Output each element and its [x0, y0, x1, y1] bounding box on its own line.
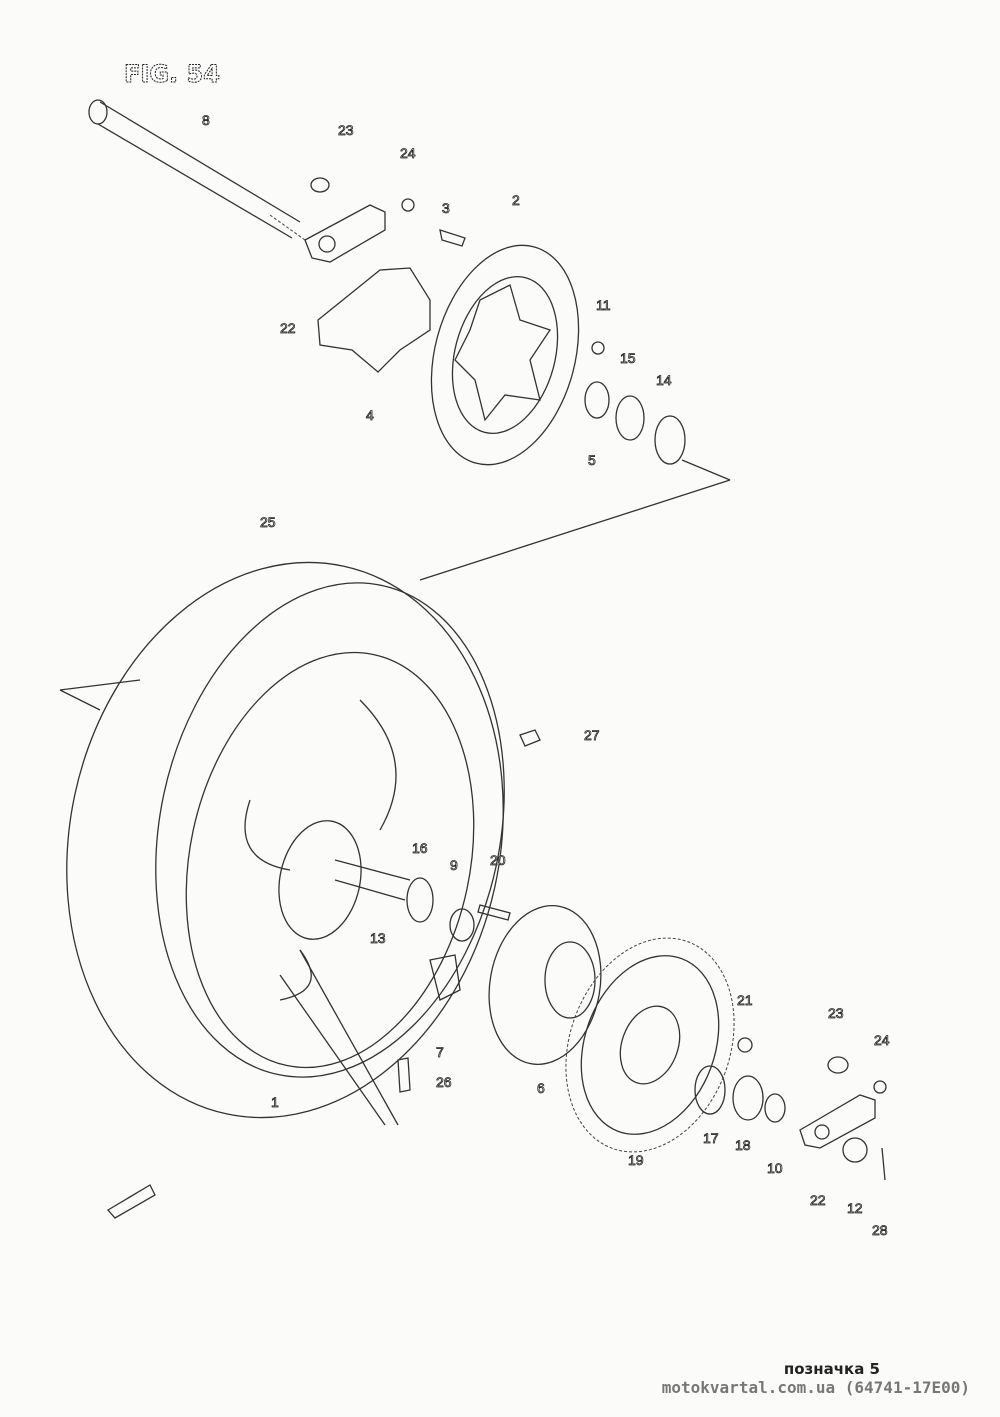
oil-seal [615, 395, 645, 441]
brake-disc [430, 244, 580, 466]
rear-tire [59, 561, 505, 1119]
rear-wheel [185, 651, 475, 1069]
part-label-p14: 14 [656, 372, 672, 388]
part-label-p7: 7 [436, 1044, 444, 1060]
part-label-p26: 26 [436, 1074, 452, 1090]
figure-title: FIG. 54 [124, 60, 220, 88]
caption-source: motokvartal.com.ua (64741-17E00) [661, 1378, 970, 1397]
caption: позначка 5 motokvartal.com.ua (64741-17E… [662, 1360, 970, 1397]
part-label-p24b: 24 [874, 1032, 890, 1048]
part-label-p11: 11 [596, 297, 611, 313]
part-label-p23b: 23 [828, 1005, 844, 1021]
valve-26 [397, 1057, 411, 1093]
bearing [654, 415, 686, 465]
rear-sprocket [565, 937, 735, 1153]
part-label-p8: 8 [202, 112, 210, 128]
chain-adjuster-bottom [799, 1056, 887, 1181]
part-label-p25: 25 [260, 514, 276, 530]
nut-21 [737, 1037, 753, 1053]
nut [591, 341, 605, 355]
spacer-10 [764, 1093, 786, 1123]
part-label-p9: 9 [450, 857, 458, 873]
rear-axle [88, 99, 306, 241]
part-label-p4: 4 [366, 407, 374, 423]
part-label-p5: 5 [588, 452, 596, 468]
bolt-20 [477, 904, 511, 921]
caliper-bracket [317, 267, 431, 373]
part-label-p10: 10 [767, 1160, 783, 1176]
part-label-p1: 1 [271, 1094, 279, 1110]
part-label-p19: 19 [628, 1152, 644, 1168]
part-label-p18: 18 [735, 1137, 751, 1153]
bolt [439, 229, 466, 247]
cush-damper [429, 954, 461, 1001]
spacer [584, 381, 610, 419]
part-label-p6: 6 [537, 1080, 545, 1096]
caption-note: позначка 5 [783, 1360, 880, 1378]
sprocket-drum [488, 904, 602, 1066]
part-label-p15: 15 [620, 350, 636, 366]
part-label-p28: 28 [872, 1222, 888, 1238]
bearing-16 [406, 877, 434, 923]
part-label-p3: 3 [442, 200, 450, 216]
balance-weight [519, 729, 541, 747]
part-label-p22b: 22 [810, 1192, 826, 1208]
part-label-p27: 27 [584, 727, 600, 743]
part-label-p24a: 24 [400, 145, 416, 161]
front-direction-arrow-icon [106, 1184, 156, 1219]
part-label-p16: 16 [412, 840, 428, 856]
part-label-p22a: 22 [280, 320, 296, 336]
part-label-p17: 17 [703, 1130, 719, 1146]
part-label-p21: 21 [737, 992, 753, 1008]
oil-seal-18 [732, 1075, 764, 1121]
part-label-p20: 20 [490, 852, 506, 868]
chain-adjuster-top [304, 177, 415, 263]
part-label-p2: 2 [512, 192, 520, 208]
part-label-p13: 13 [370, 930, 386, 946]
bearing-17 [694, 1065, 726, 1115]
part-label-p23a: 23 [338, 122, 354, 138]
spacer-9 [449, 908, 475, 942]
part-label-p12: 12 [847, 1200, 863, 1216]
